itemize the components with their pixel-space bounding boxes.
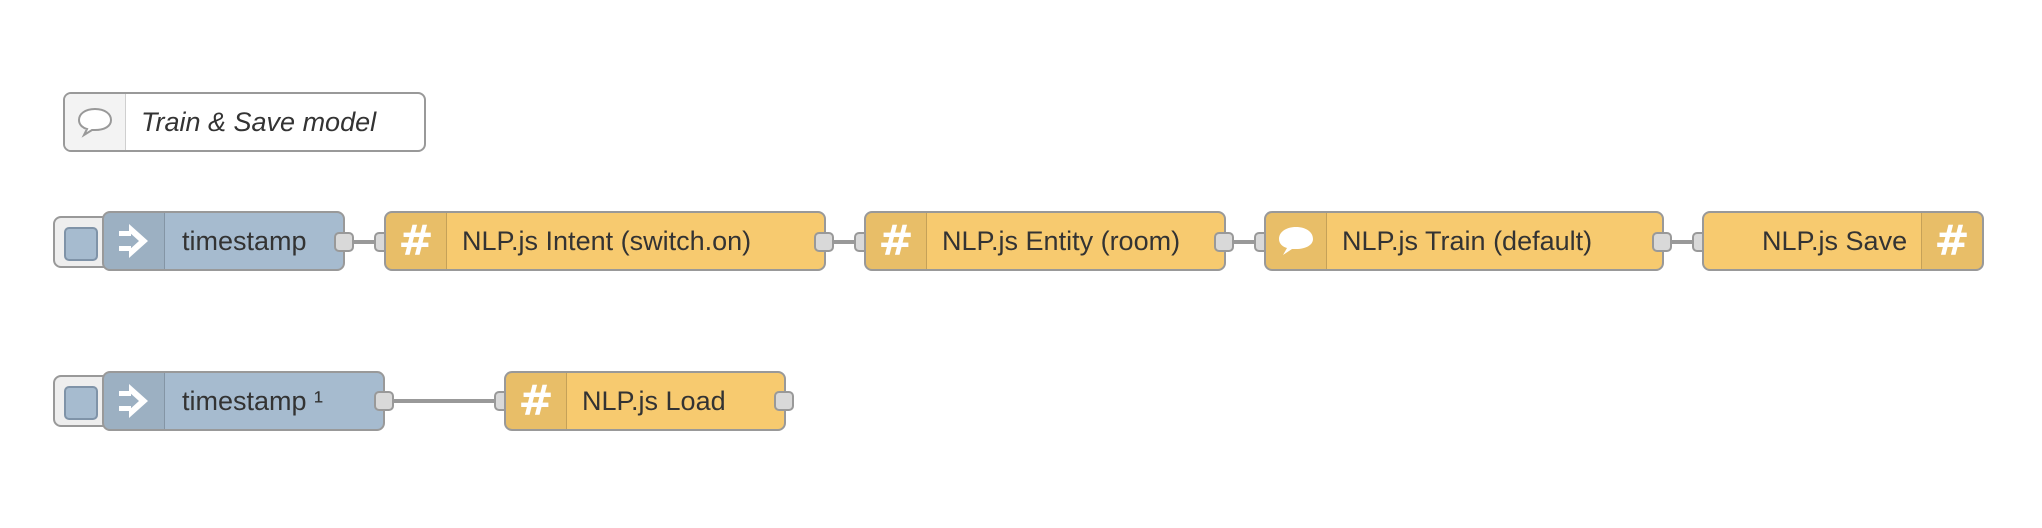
inject-node-timestamp[interactable]: timestamp bbox=[102, 211, 345, 271]
inject-button-2-inner bbox=[64, 386, 98, 420]
inject-2-output-port[interactable] bbox=[374, 391, 394, 411]
entity-icon-box: # bbox=[866, 213, 927, 269]
inject-node-timestamp-2[interactable]: timestamp ¹ bbox=[102, 371, 385, 431]
hash-icon: # bbox=[518, 376, 554, 425]
inject-arrow-icon bbox=[119, 224, 148, 258]
entity-output-port[interactable] bbox=[1214, 232, 1234, 252]
inject-arrow-icon bbox=[119, 384, 148, 418]
inject-icon-box bbox=[104, 213, 165, 269]
inject-output-port[interactable] bbox=[334, 232, 354, 252]
load-output-port[interactable] bbox=[774, 391, 794, 411]
inject-button-inner bbox=[64, 227, 98, 261]
train-output-port[interactable] bbox=[1652, 232, 1672, 252]
speech-bubble-outline-icon bbox=[77, 107, 113, 138]
nlp-entity-node[interactable]: # NLP.js Entity (room) bbox=[864, 211, 1226, 271]
comment-node[interactable]: Train & Save model bbox=[63, 92, 426, 152]
load-icon-box: # bbox=[506, 373, 567, 429]
comment-icon-box bbox=[65, 94, 126, 150]
train-icon-box bbox=[1266, 213, 1327, 269]
nlp-save-node[interactable]: NLP.js Save # bbox=[1702, 211, 1984, 271]
inject-node-label: timestamp bbox=[182, 225, 307, 256]
nlp-intent-node[interactable]: # NLP.js Intent (switch.on) bbox=[384, 211, 826, 271]
nlp-load-label: NLP.js Load bbox=[582, 385, 726, 416]
hash-icon: # bbox=[878, 216, 914, 265]
comment-label: Train & Save model bbox=[141, 106, 377, 137]
nlp-save-label: NLP.js Save bbox=[1762, 225, 1908, 256]
nlp-intent-label: NLP.js Intent (switch.on) bbox=[462, 225, 752, 256]
intent-output-port[interactable] bbox=[814, 232, 834, 252]
speech-bubble-icon bbox=[1279, 227, 1313, 255]
inject-button-2[interactable] bbox=[53, 375, 105, 427]
nlp-entity-label: NLP.js Entity (room) bbox=[942, 225, 1181, 256]
intent-icon-box: # bbox=[386, 213, 447, 269]
nlp-train-node[interactable]: NLP.js Train (default) bbox=[1264, 211, 1664, 271]
nlp-train-label: NLP.js Train (default) bbox=[1342, 225, 1593, 256]
inject-button[interactable] bbox=[53, 216, 105, 268]
nlp-load-node[interactable]: # NLP.js Load bbox=[504, 371, 786, 431]
inject-node-2-label: timestamp ¹ bbox=[182, 385, 324, 416]
save-icon-box: # bbox=[1921, 213, 1982, 269]
inject-icon-box-2 bbox=[104, 373, 165, 429]
hash-icon: # bbox=[1934, 216, 1970, 265]
hash-icon: # bbox=[398, 216, 434, 265]
